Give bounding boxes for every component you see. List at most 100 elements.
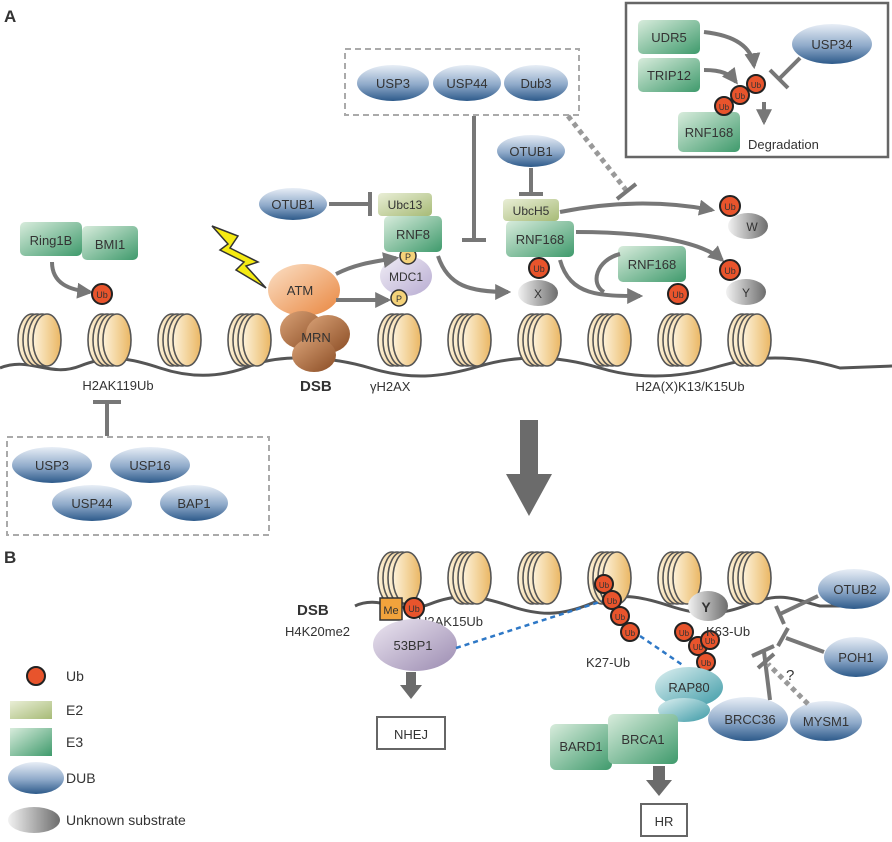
dub-otub1-left: OTUB1 [259, 188, 327, 220]
svg-text:Ub: Ub [679, 629, 690, 638]
brcc36-label: BRCC36 [724, 712, 775, 727]
rnf168-e3-second [618, 246, 686, 282]
nucleosome-icon [447, 551, 492, 605]
usp34-inhibit-bar [768, 68, 790, 90]
nucleosome-icon [447, 313, 492, 367]
big-down-arrow [506, 420, 552, 516]
svg-text:Ub: Ub [724, 266, 736, 276]
rnf168-to-w-arrow [559, 199, 716, 216]
brcc36-inhibit-bar [751, 644, 775, 658]
svg-text:Ub: Ub [408, 604, 420, 614]
brcc36-protein [708, 697, 788, 741]
nucleosome-icon [727, 313, 772, 367]
ub-circle-icon: Ub [719, 259, 741, 281]
svg-text:Ub: Ub [607, 597, 618, 606]
ubch5-label: UbcH5 [513, 204, 550, 218]
svg-text:P: P [396, 294, 402, 304]
dub-otub1-mid: OTUB1 [497, 135, 565, 167]
dsb-label-a: DSB [300, 378, 332, 395]
rnf168-to-nuc-arrow [558, 259, 644, 304]
bard1-label: BARD1 [559, 739, 602, 754]
rnf168-to-y-arrow [575, 230, 725, 263]
ub-circle-icon: Ub [667, 283, 689, 305]
svg-text:X: X [534, 287, 542, 301]
svg-text:USP3: USP3 [35, 458, 69, 473]
legend: Ub E2 E3 DUB Unknown substrate [8, 666, 186, 833]
rnf8-label: RNF8 [396, 227, 430, 242]
ub-circle-icon: Ub [674, 622, 694, 642]
legend-e2-swatch [10, 701, 52, 719]
trip12-e3 [638, 58, 700, 92]
svg-text:Y: Y [742, 286, 750, 300]
panel-label-b: B [4, 548, 16, 567]
nhej-box [376, 716, 446, 750]
mrn-label: MRN [301, 330, 331, 345]
substrate-x: X [518, 280, 558, 306]
ub-circle-icon: Ub [714, 96, 734, 116]
svg-text:USP44: USP44 [446, 76, 487, 91]
dub-usp44-top: USP44 [433, 65, 501, 101]
nucleosome-icon [657, 313, 702, 367]
substrate-y: Y [726, 279, 766, 305]
ub-circle-icon: Ub [730, 85, 750, 105]
rnf168-inset-e3 [678, 112, 740, 152]
brca1-label: BRCA1 [621, 732, 664, 747]
svg-text:POH1: POH1 [838, 650, 873, 665]
atm-label: ATM [287, 283, 313, 298]
ub-circle-icon: Ub [700, 630, 720, 650]
lightning-bolt-icon [211, 225, 267, 289]
dub-otub2: OTUB2 [818, 569, 890, 609]
mysm1-dashed-inhibit-bar [756, 652, 776, 670]
brca1-to-hr-arrow-shaft [653, 766, 665, 782]
53bp1-label: 53BP1 [393, 638, 432, 653]
dub-usp3: USP3 [12, 447, 92, 483]
legend-dub-swatch [8, 762, 64, 794]
svg-text:Ub: Ub [625, 629, 636, 638]
ub-circle-icon: Ub [403, 597, 425, 619]
53bp1-protein [373, 619, 457, 671]
svg-text:Ub: Ub [701, 659, 712, 668]
nucleosome-icon [517, 551, 562, 605]
substrate-w: W [728, 213, 768, 239]
k63ub-label: K63-Ub [706, 624, 750, 639]
ub-circle-icon: Ub [746, 74, 766, 94]
substrate-y-b: Y [688, 591, 728, 621]
trip12-label: TRIP12 [647, 68, 691, 83]
svg-text:MYSM1: MYSM1 [803, 714, 849, 729]
legend-unknown-label: Unknown substrate [66, 812, 186, 828]
rnf168-self-loop-arrow [594, 252, 621, 294]
svg-text:Dub3: Dub3 [520, 76, 551, 91]
dub-dub3-top: Dub3 [504, 65, 568, 101]
svg-text:Ub: Ub [533, 264, 545, 274]
svg-text:USP34: USP34 [811, 37, 852, 52]
rnf168-label: RNF168 [516, 232, 564, 247]
dub-poh1: POH1 [824, 637, 888, 677]
nucleosome-icon [17, 313, 62, 367]
svg-text:Ub: Ub [615, 613, 626, 622]
atm-to-mdc1-arrow [335, 252, 400, 276]
udr5-to-ub-arrow [703, 30, 761, 70]
ub-circle-icon: Ub [610, 606, 630, 626]
svg-text:BAP1: BAP1 [177, 496, 210, 511]
ring1b-e3 [20, 222, 82, 256]
h4k20me2-label: H4K20me2 [285, 624, 350, 639]
legend-dub-label: DUB [66, 770, 96, 786]
rnf8-to-x-arrow [436, 255, 512, 300]
poh1-inhibit-bar [776, 627, 790, 647]
ubc13-e2 [378, 193, 432, 216]
nhej-label: NHEJ [394, 727, 428, 742]
trip12-to-ub-arrow [703, 66, 738, 85]
bard1-e3 [550, 724, 612, 770]
svg-text:Me: Me [383, 605, 398, 617]
53bp1-to-nhej-arrow-shaft [406, 672, 416, 686]
phospho-circle-icon: P [390, 289, 408, 307]
ubch5-e2 [503, 199, 559, 221]
nucleosome-icon [157, 313, 202, 367]
usp34-inhibit-line [778, 56, 802, 80]
rap80-label: RAP80 [668, 680, 709, 695]
rnf168-second-label: RNF168 [628, 257, 676, 272]
nucleosome-icon [87, 313, 132, 367]
svg-text:USP16: USP16 [129, 458, 170, 473]
svg-text:OTUB2: OTUB2 [833, 582, 876, 597]
